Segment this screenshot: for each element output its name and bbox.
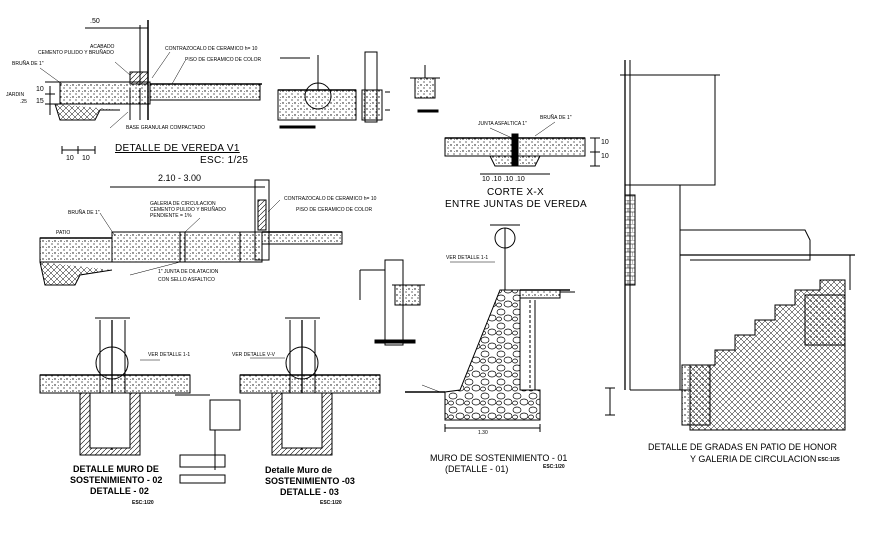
label-sello: CON SELLO ASFALTICO — [158, 277, 215, 283]
detalle-sardinel — [359, 259, 425, 346]
dim-b1: 10 — [66, 155, 74, 162]
muro03-ver: VER DETALLE V-V — [232, 352, 275, 358]
muro-sostenimiento-03 — [239, 317, 381, 456]
corte-title1: CORTE X-X — [487, 187, 544, 198]
detalle-vereda-v1 — [39, 20, 262, 154]
muro01-scale: ESC:1/20 — [543, 464, 565, 470]
muro03-title2: SOSTENIMIENTO -03 — [265, 476, 355, 486]
muro02-title2: SOSTENIMIENTO - 02 — [70, 475, 163, 485]
detalle-junta-pequeno — [277, 51, 440, 129]
muro03-scale: ESC:1/20 — [320, 500, 342, 506]
muro03-title1: Detalle Muro de — [265, 465, 333, 475]
label-acabado: ACABADO — [90, 44, 115, 50]
label-patio: PATIO — [56, 230, 71, 236]
detalle-gradas — [605, 60, 855, 431]
muro01-title: MURO DE SOSTENIMIENTO - 01 — [430, 453, 568, 463]
label-galeria-piso: PISO DE CERAMICO DE COLOR — [296, 207, 373, 213]
corte-junta: JUNTA ASFALTICA 1" — [478, 121, 527, 127]
dim-15: 15 — [36, 98, 44, 105]
vereda-scale: ESC: 1/25 — [200, 155, 249, 166]
corte-dim-r1: 10 — [601, 139, 609, 146]
gradas-title2: Y GALERIA DE CIRCULACION — [690, 454, 817, 464]
muro-sostenimiento-02 — [39, 317, 191, 456]
label-galeria-cemento: CEMENTO PULIDO Y BRUÑADO — [150, 207, 226, 213]
corte-title2: ENTRE JUNTAS DE VEREDA — [445, 199, 587, 210]
label-piso: PISO DE CERAMICO DE COLOR — [185, 57, 262, 63]
detalle-galeria-patio — [39, 179, 343, 286]
detalle-sardinel-2 — [175, 394, 241, 484]
gradas-scale: ESC:1/25 — [818, 457, 840, 463]
dim-25: .25 — [20, 99, 27, 105]
dim-top: .50 — [90, 18, 100, 25]
label-galeria-contrazocalo: CONTRAZOCALO DE CERAMICO h= 10 — [284, 196, 377, 202]
label-contrazocalo: CONTRAZOCALO DE CERAMICO h= 10 — [165, 46, 258, 52]
muro01-sub: (DETALLE - 01) — [445, 464, 509, 474]
muro01-ver: VER DETALLE 1-1 — [446, 255, 489, 261]
dim-b2: 10 — [82, 155, 90, 162]
label-junta: 1" JUNTA DE DILATACION — [158, 269, 219, 275]
corte-dims-bottom: 10 .10 .10 .10 — [482, 176, 525, 183]
muro02-ver: VER DETALLE 1-1 — [148, 352, 191, 358]
label-galeria-bruna: BRUÑA DE 1" — [68, 210, 100, 216]
label-jardin: JARDIN — [6, 92, 25, 98]
galeria-dim-top: 2.10 - 3.00 — [158, 173, 202, 183]
corte-x-x — [444, 121, 600, 175]
muro02-title1: DETALLE MURO DE — [73, 464, 159, 474]
gradas-title1: DETALLE DE GRADAS EN PATIO DE HONOR — [648, 442, 838, 452]
corte-dim-r2: 10 — [601, 153, 609, 160]
muro02-title3: DETALLE - 02 — [90, 486, 149, 496]
label-pendiente: PENDIENTE = 1% — [150, 213, 192, 219]
vereda-title: DETALLE DE VEREDA V1 — [115, 143, 240, 154]
corte-bruna: BRUÑA DE 1" — [540, 115, 572, 121]
label-bruna: BRUÑA DE 1" — [12, 61, 44, 67]
label-cemento: CEMENTO PULIDO Y BRUÑADO — [38, 50, 114, 56]
muro02-scale: ESC:1/20 — [132, 500, 154, 506]
muro01-dim: 1.30 — [478, 430, 488, 436]
dim-10: 10 — [36, 86, 44, 93]
muro03-title3: DETALLE - 03 — [280, 487, 339, 497]
muro-sostenimiento-01 — [405, 224, 575, 432]
label-galeria: GALERIA DE CIRCULACION — [150, 201, 216, 207]
label-base: BASE GRANULAR COMPACTADO — [126, 125, 205, 131]
